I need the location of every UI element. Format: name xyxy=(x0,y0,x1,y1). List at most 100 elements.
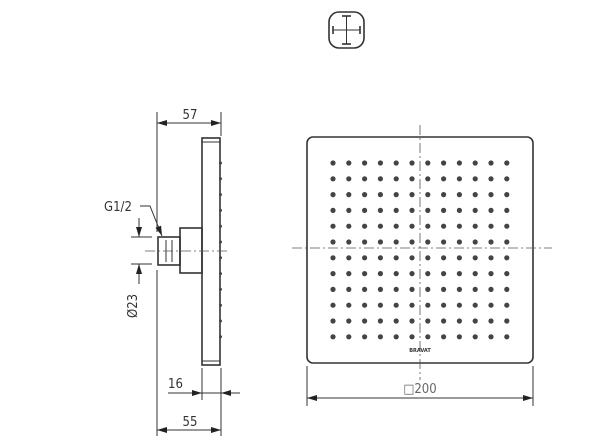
dimension-57-label: 57 xyxy=(183,108,198,123)
dimension-16-label: 16 xyxy=(168,377,183,392)
nozzle xyxy=(456,271,462,277)
nozzle xyxy=(393,223,399,229)
nozzle xyxy=(456,318,462,324)
nozzle xyxy=(377,239,383,245)
side-nozzle xyxy=(219,224,222,228)
nozzle xyxy=(409,255,415,261)
thread-leader xyxy=(140,205,163,237)
nozzle xyxy=(504,302,510,308)
nozzle xyxy=(504,255,510,261)
nozzle xyxy=(393,160,399,166)
nozzle xyxy=(330,318,336,324)
nozzle xyxy=(362,160,368,166)
nozzle xyxy=(456,160,462,166)
nozzle xyxy=(346,176,352,182)
nozzle xyxy=(362,207,368,213)
dimension-55-label: 55 xyxy=(183,415,198,430)
nozzle xyxy=(377,318,383,324)
side-nozzle xyxy=(219,208,222,212)
nozzle xyxy=(488,176,494,182)
nozzle xyxy=(456,334,462,340)
nozzle xyxy=(441,271,447,277)
nozzle xyxy=(346,160,352,166)
nozzle xyxy=(393,286,399,292)
nozzle xyxy=(330,192,336,198)
nozzle xyxy=(472,255,478,261)
nozzle xyxy=(488,302,494,308)
nozzle xyxy=(425,286,431,292)
nozzle xyxy=(330,271,336,277)
nozzle xyxy=(456,255,462,261)
nozzle xyxy=(456,176,462,182)
dimension-200-label: □200 xyxy=(403,382,436,397)
nozzle xyxy=(425,255,431,261)
nozzle xyxy=(425,334,431,340)
nozzle xyxy=(504,271,510,277)
nozzle xyxy=(409,302,415,308)
nozzle xyxy=(377,255,383,261)
nozzle xyxy=(425,271,431,277)
nozzle xyxy=(330,286,336,292)
nozzle xyxy=(504,207,510,213)
nozzle xyxy=(409,223,415,229)
nozzle xyxy=(504,160,510,166)
nozzle xyxy=(472,318,478,324)
nozzle xyxy=(504,176,510,182)
nozzle xyxy=(456,192,462,198)
nozzle xyxy=(472,271,478,277)
nozzle xyxy=(472,160,478,166)
nozzle xyxy=(362,318,368,324)
nozzle xyxy=(472,223,478,229)
side-nozzle xyxy=(219,272,222,276)
nozzle xyxy=(441,255,447,261)
nozzle xyxy=(377,286,383,292)
nozzle xyxy=(472,302,478,308)
side-nozzle xyxy=(219,335,222,339)
nozzle xyxy=(425,239,431,245)
nozzle xyxy=(472,286,478,292)
nozzle xyxy=(377,176,383,182)
nozzle xyxy=(456,239,462,245)
nozzle xyxy=(362,271,368,277)
nozzle xyxy=(409,318,415,324)
nozzle xyxy=(456,207,462,213)
crosshair-square-icon xyxy=(328,11,365,49)
nozzle xyxy=(504,192,510,198)
nozzle xyxy=(346,318,352,324)
nozzle xyxy=(425,302,431,308)
nozzle xyxy=(330,160,336,166)
nozzle xyxy=(504,223,510,229)
wall-mount-block xyxy=(179,227,203,274)
nozzle xyxy=(488,207,494,213)
nozzle xyxy=(425,223,431,229)
nozzle xyxy=(488,255,494,261)
nozzle xyxy=(409,207,415,213)
nozzle-grid xyxy=(330,160,510,340)
nozzle xyxy=(362,286,368,292)
nozzle xyxy=(362,239,368,245)
nozzle xyxy=(346,239,352,245)
nozzle xyxy=(393,271,399,277)
nozzle xyxy=(377,334,383,340)
thread-label: G1/2 xyxy=(104,200,132,215)
nozzle xyxy=(330,302,336,308)
nozzle xyxy=(330,239,336,245)
nozzle xyxy=(346,223,352,229)
nozzle xyxy=(393,176,399,182)
nozzle xyxy=(377,207,383,213)
nozzle xyxy=(441,176,447,182)
front-view: BRAVAT □200 xyxy=(292,125,552,406)
nozzle xyxy=(441,286,447,292)
nozzle xyxy=(456,302,462,308)
nozzle xyxy=(393,239,399,245)
nozzle xyxy=(504,318,510,324)
nozzle xyxy=(330,334,336,340)
side-nozzle xyxy=(219,240,222,244)
nozzle xyxy=(377,223,383,229)
nozzle xyxy=(504,286,510,292)
nozzle xyxy=(362,302,368,308)
nozzle xyxy=(330,207,336,213)
side-nozzle xyxy=(219,319,222,323)
nozzle xyxy=(330,255,336,261)
nozzle xyxy=(441,239,447,245)
